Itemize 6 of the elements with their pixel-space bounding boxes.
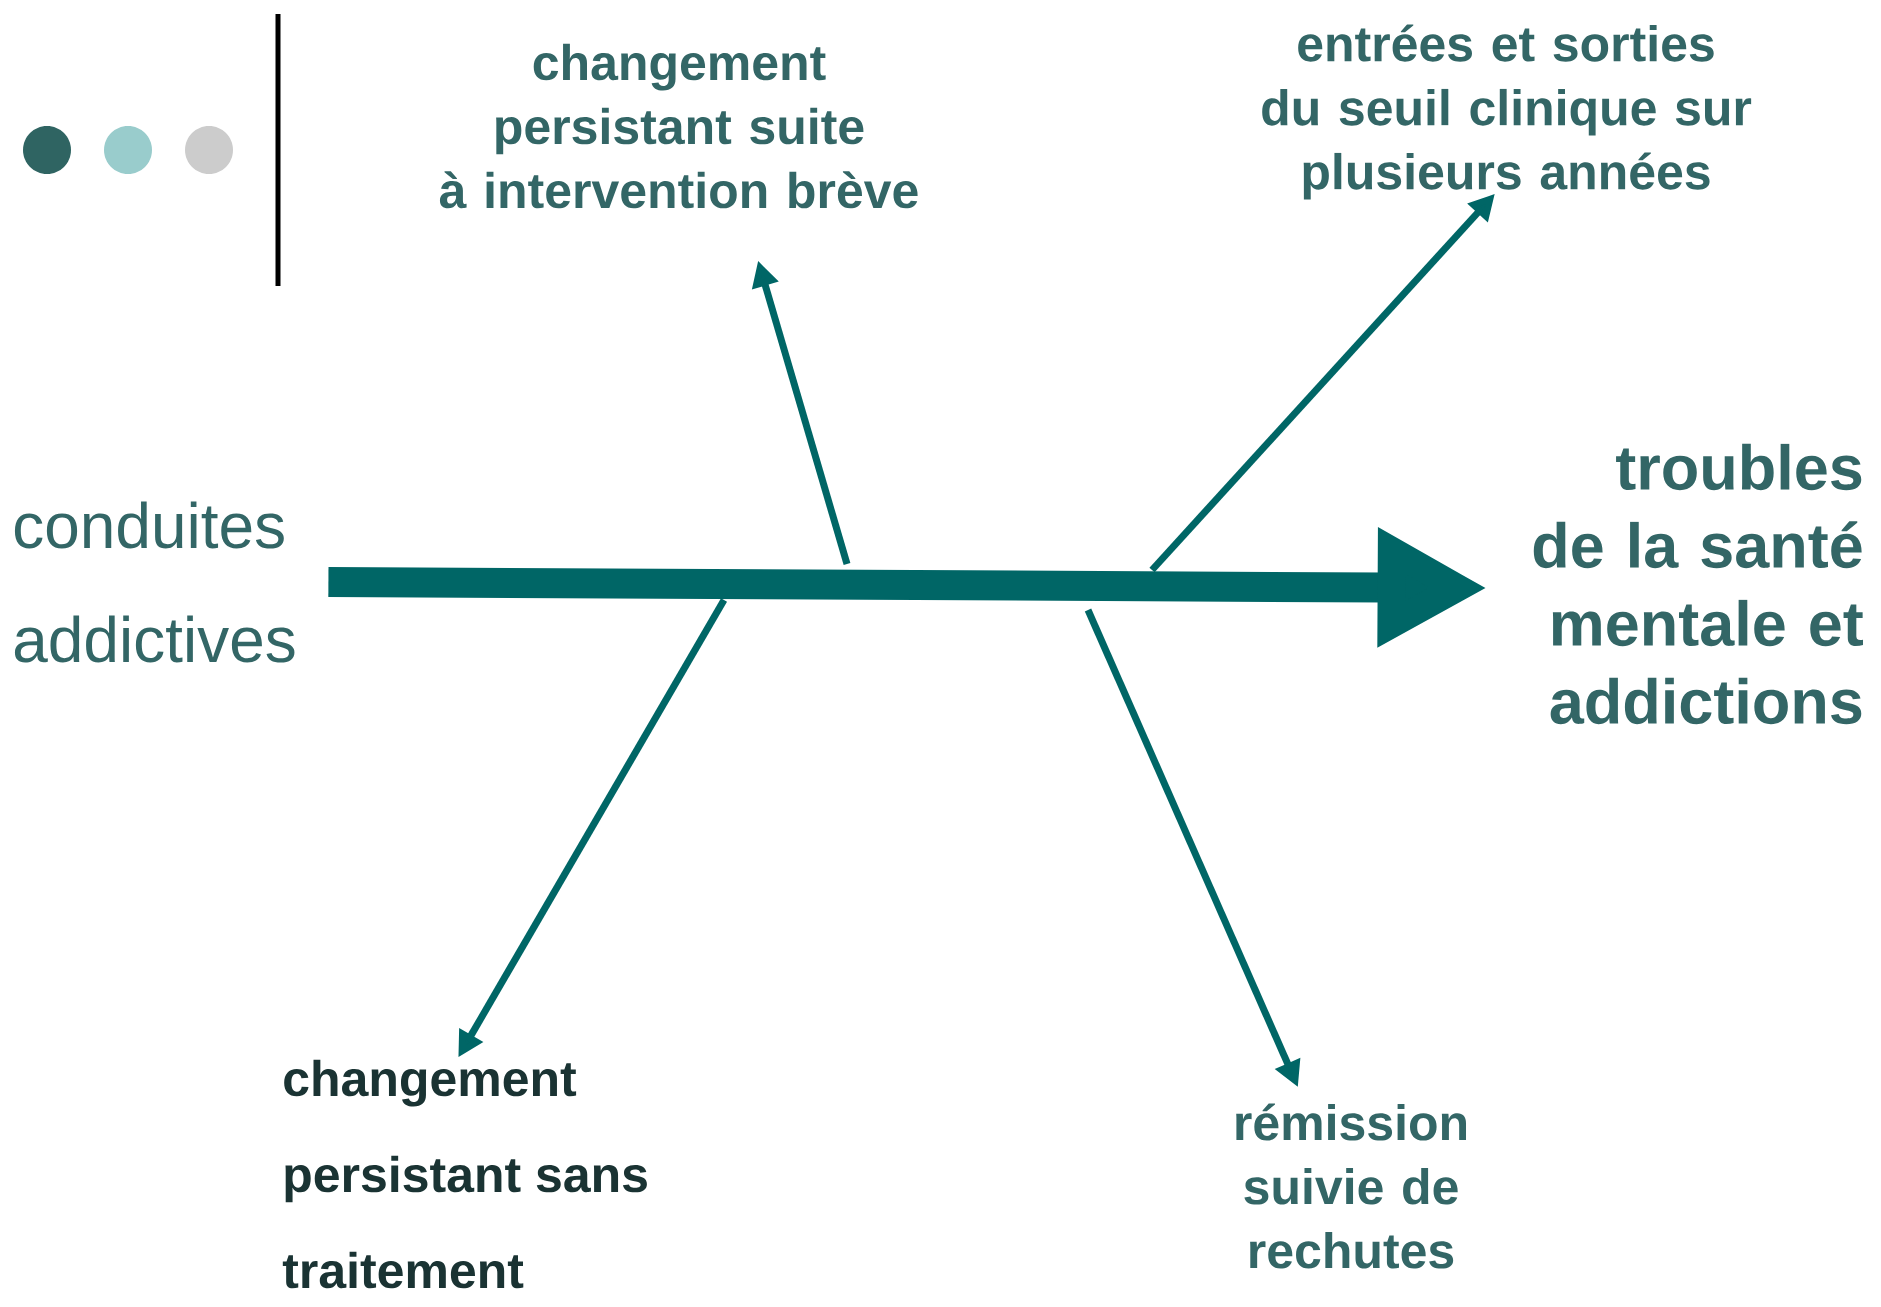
branch-label: rémission suivie de rechutes [1236,1103,1466,1269]
branch-label: changement persistant sans traitement [282,1059,647,1289]
branch-label: entrées et sorties du seuil clinique sur plusieurs années [1262,24,1752,200]
title-text: troubles de la santé mentale et addictions [1533,443,1863,725]
title-text: conduites addictives [14,501,295,663]
branch-label: changement persistant suite à intervention brève [439,43,918,209]
